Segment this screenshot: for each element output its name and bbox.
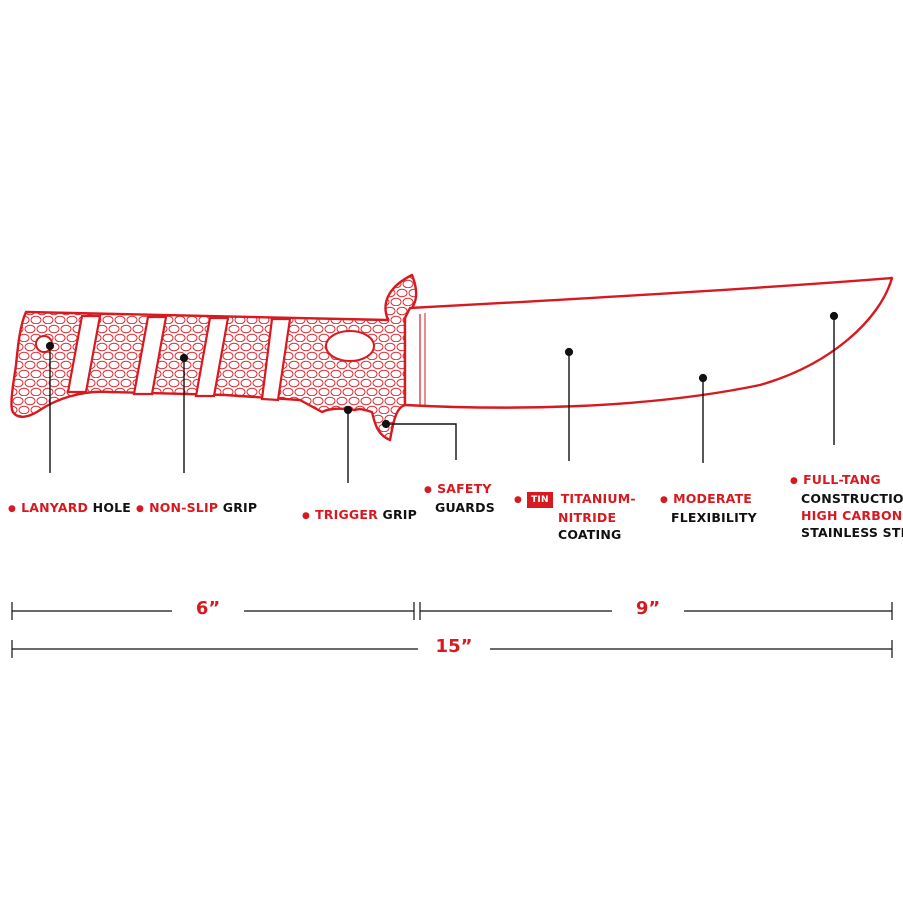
trigger-grip-label: ●TRIGGER GRIP: [302, 507, 418, 522]
bullet-icon: ●: [514, 495, 523, 505]
moderate-flexibility-label: ●MODERATE FLEXIBILITY: [660, 491, 757, 525]
leader-lines: [45, 311, 839, 483]
handle-length-label: 6”: [195, 598, 221, 619]
bullet-icon: ●: [660, 495, 669, 505]
lanyard-hole-label: ●LANYARD HOLE: [8, 500, 132, 515]
bullet-icon: ●: [790, 476, 799, 486]
bullet-icon: ●: [8, 504, 17, 514]
bullet-icon: ●: [424, 485, 433, 495]
safety-guards-label: ●SAFETY GUARDS: [424, 481, 495, 515]
non-slip-grip-label: ●NON-SLIP GRIP: [136, 500, 258, 515]
knife-illustration: [10, 273, 894, 442]
blade-length-label: 9”: [635, 598, 661, 619]
tin-badge: TiN: [527, 492, 553, 508]
blade-outline: [403, 276, 894, 409]
bullet-icon: ●: [302, 511, 311, 521]
grip-bands: [66, 314, 292, 402]
bullet-icon: ●: [136, 504, 145, 514]
full-tang-label: ●FULL-TANG CONSTRUCTION; HIGH CARBON STA…: [790, 472, 903, 540]
total-length-label: 15”: [435, 636, 473, 657]
trigger-oval: [325, 330, 375, 362]
titanium-nitride-label: ●TiNTITANIUM- NITRIDE COATING: [514, 491, 636, 542]
dimension-lines: [11, 602, 893, 658]
